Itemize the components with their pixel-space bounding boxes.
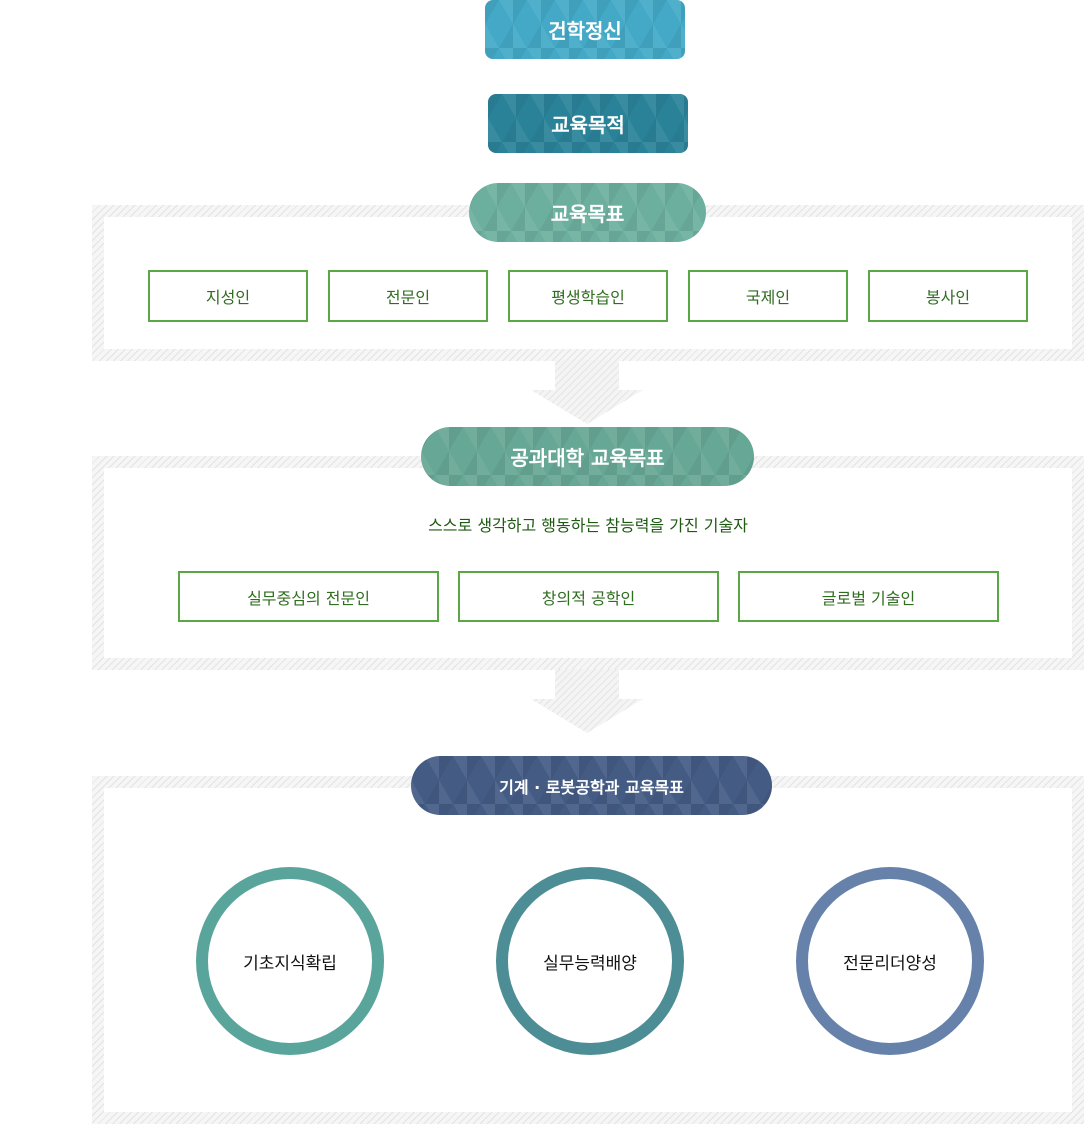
founding-spirit-label: 건학정신 — [548, 19, 622, 43]
educational-goals-label: 교육목표 — [550, 202, 625, 226]
goal-box-professional: 전문인 — [328, 270, 488, 322]
down-arrow-icon — [531, 360, 643, 424]
goal-box-label: 전문인 — [385, 288, 431, 307]
college-goal-box-global: 글로벌 기술인 — [738, 571, 999, 622]
goal-box-global: 국제인 — [688, 270, 848, 322]
college-goals-panel — [92, 456, 1084, 670]
goal-circle-basic-knowledge: 기초지식확립 — [196, 867, 384, 1055]
college-goal-box-label: 글로벌 기술인 — [821, 588, 916, 608]
goal-box-intellectual: 지성인 — [148, 270, 308, 322]
educational-purpose-header: 교육목적 — [488, 94, 688, 153]
goal-circle-label: 전문리더양성 — [843, 953, 937, 974]
goal-circle-label: 기초지식확립 — [243, 953, 337, 974]
college-goal-box-label: 실무중심의 전문인 — [247, 588, 370, 608]
down-arrow-icon — [531, 669, 643, 733]
goal-box-label: 평생학습인 — [551, 288, 625, 307]
goal-box-label: 봉사인 — [925, 288, 971, 307]
college-goals-label: 공과대학 교육목표 — [510, 446, 665, 470]
college-goal-box-creative: 창의적 공학인 — [458, 571, 719, 622]
college-goals-header: 공과대학 교육목표 — [421, 427, 754, 486]
goal-box-volunteer: 봉사인 — [868, 270, 1028, 322]
college-goals-description: 스스로 생각하고 행동하는 참능력을 가진 기술자 — [428, 516, 748, 535]
goal-box-lifelong-learner: 평생학습인 — [508, 270, 668, 322]
founding-spirit-header: 건학정신 — [485, 0, 685, 59]
goal-circle-label: 실무능력배양 — [543, 953, 637, 974]
college-goal-box-label: 창의적 공학인 — [541, 588, 636, 608]
educational-purpose-label: 교육목적 — [551, 113, 625, 137]
goal-box-label: 지성인 — [205, 288, 251, 307]
goal-circle-practical-skills: 실무능력배양 — [496, 867, 684, 1055]
educational-goals-header: 교육목표 — [469, 183, 706, 242]
goal-circle-professional-leader: 전문리더양성 — [796, 867, 984, 1055]
department-goals-header: 기계 · 로봇공학과 교육목표 — [411, 756, 772, 815]
goal-box-label: 국제인 — [745, 288, 791, 307]
department-goals-label: 기계 · 로봇공학과 교육목표 — [499, 777, 684, 797]
college-goal-box-practical: 실무중심의 전문인 — [178, 571, 439, 622]
